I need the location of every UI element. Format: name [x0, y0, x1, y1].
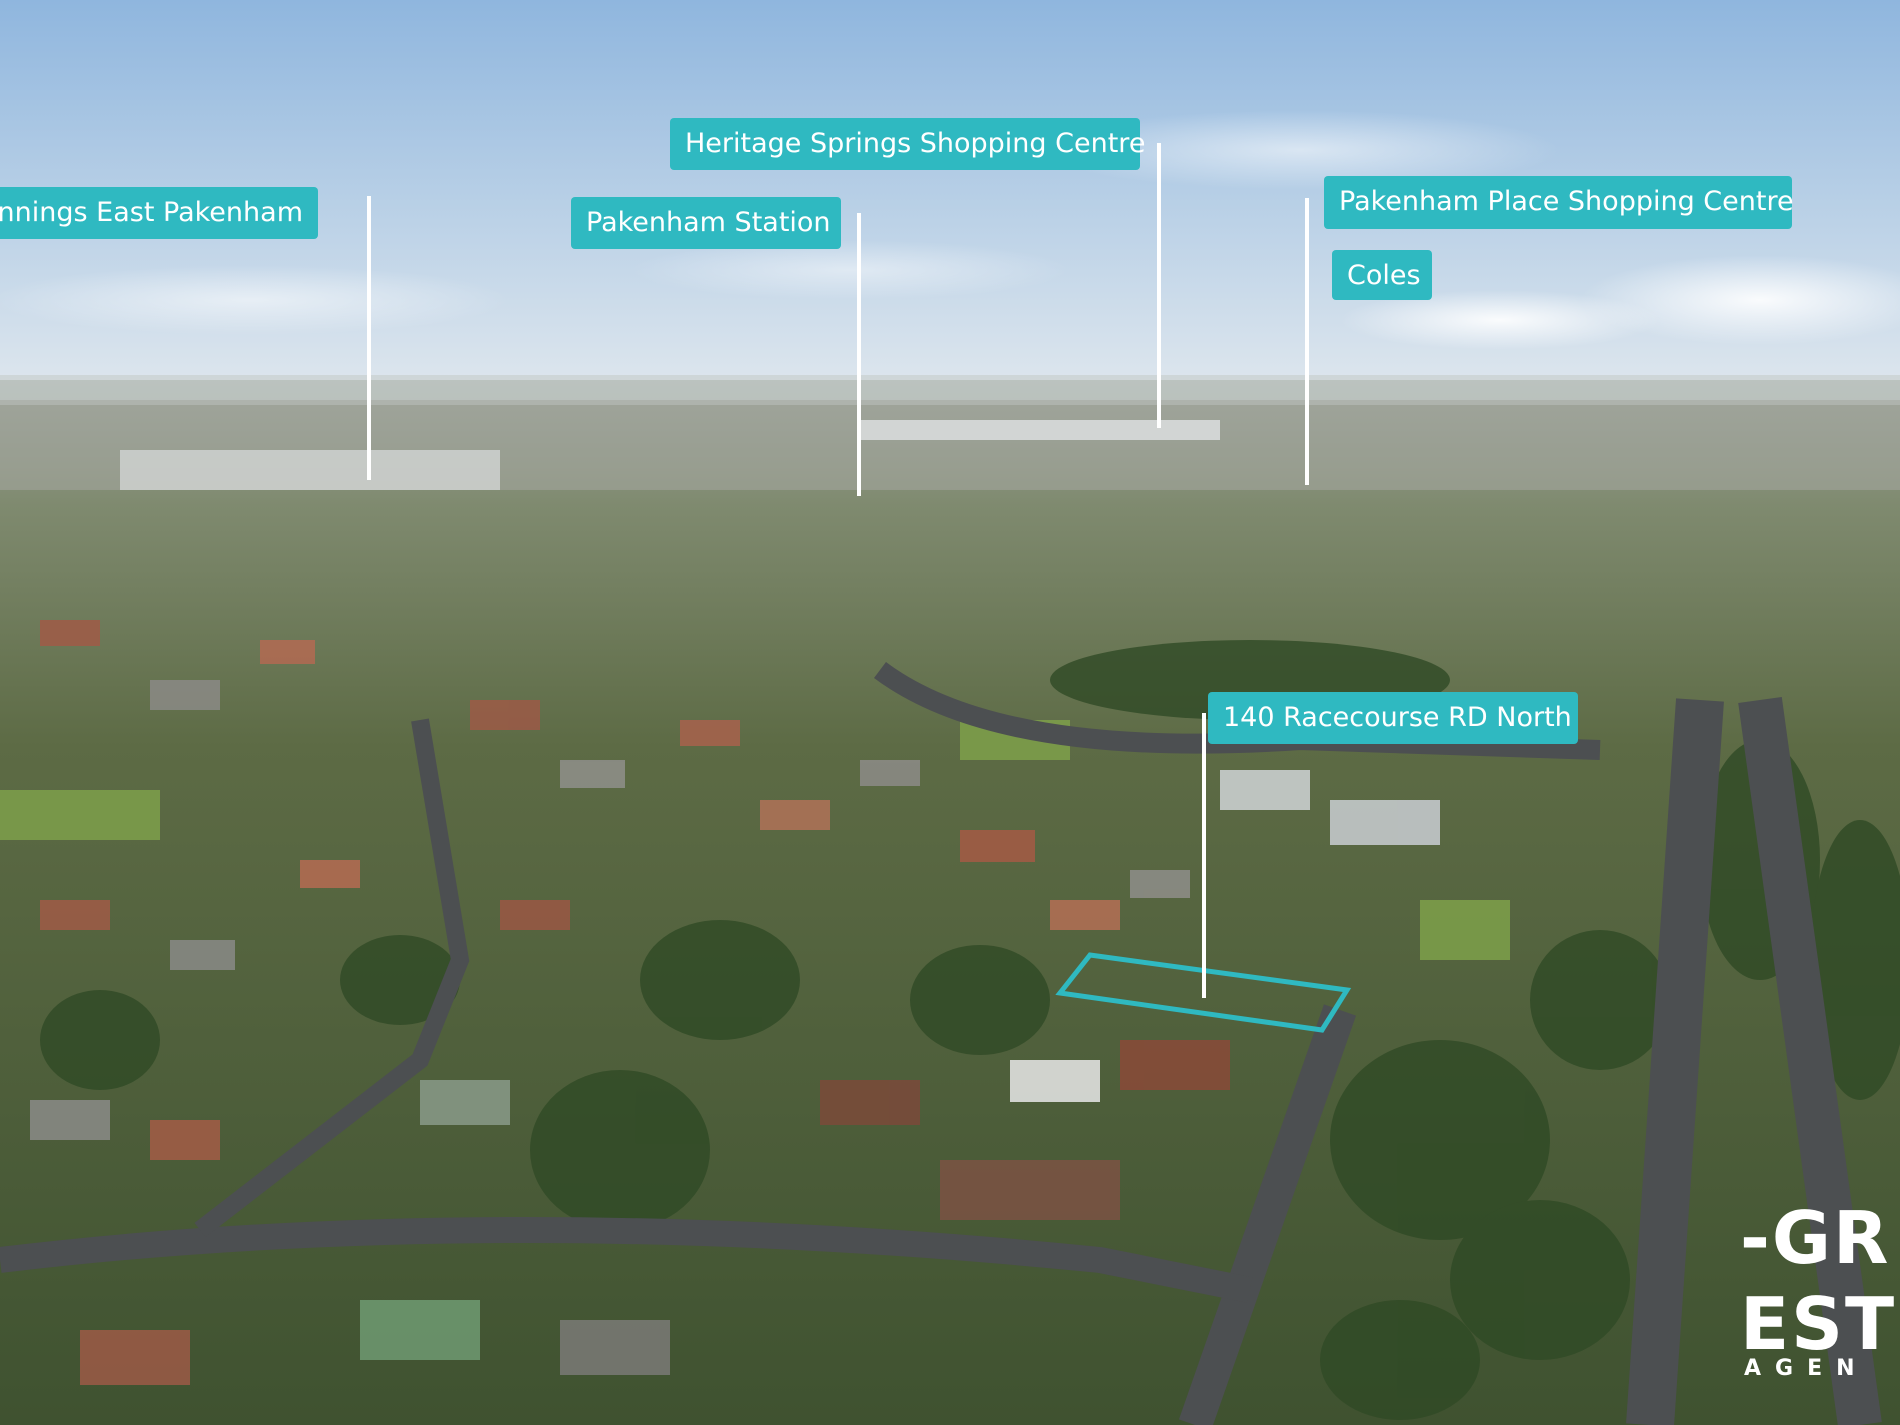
pin-heritage-springs	[1157, 143, 1161, 428]
cloud	[0, 265, 510, 335]
cross-street	[0, 1217, 1253, 1303]
watermark-logo-line3: AGEN	[1744, 1356, 1869, 1381]
pin-pakenham-station	[857, 213, 861, 496]
pin-property	[1202, 713, 1206, 998]
local-street	[194, 718, 470, 1238]
label-coles: Coles	[1332, 250, 1432, 300]
pin-pakenham-place	[1305, 198, 1309, 485]
watermark-logo-line1: -GR	[1740, 1196, 1891, 1280]
pin-bunnings	[367, 196, 371, 480]
industrial-area	[120, 450, 500, 490]
label-property: 140 Racecourse RD North	[1208, 692, 1578, 744]
houses	[30, 620, 1440, 1385]
main-highway	[1626, 698, 1724, 1425]
label-heritage-springs: Heritage Springs Shopping Centre	[670, 118, 1145, 170]
label-bunnings: Bunnings East Pakenham	[0, 187, 318, 239]
main-highway-2	[1738, 696, 1882, 1425]
cloud	[630, 240, 1070, 300]
property-boundary	[1055, 952, 1352, 1033]
label-pakenham-station: Pakenham Station	[571, 197, 841, 249]
watermark-logo-line2: EST	[1740, 1282, 1897, 1366]
racecourse-rd	[1178, 1004, 1357, 1425]
cloud	[1340, 290, 1660, 350]
cloud	[1580, 255, 1900, 345]
cloud	[1040, 110, 1560, 190]
shopping-centre-buildings	[860, 420, 1220, 440]
label-pakenham-place: Pakenham Place Shopping Centre	[1324, 176, 1794, 229]
